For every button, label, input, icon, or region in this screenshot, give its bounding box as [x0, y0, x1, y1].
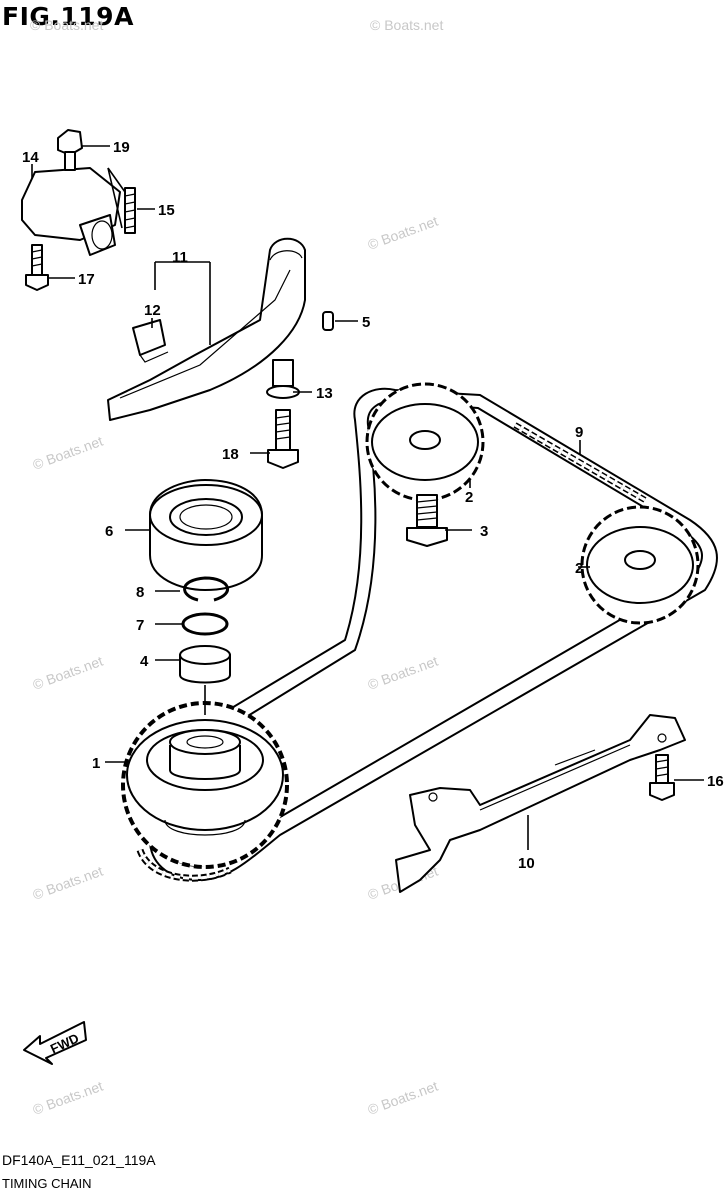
callout-8: 8 — [136, 584, 144, 601]
bolt-17 — [25, 244, 49, 291]
nut-19 — [57, 129, 83, 171]
callout-9: 9 — [575, 424, 583, 441]
chain-links-lower — [136, 848, 232, 882]
watermark-6: © Boats.net — [366, 653, 441, 693]
callout-12: 12 — [144, 302, 161, 319]
watermark-2: © Boats.net — [370, 17, 443, 33]
document-code: DF140A_E11_021_119A — [2, 1152, 156, 1168]
chain-guide-10 — [395, 714, 686, 893]
callout-3: 3 — [480, 523, 488, 540]
clip-12 — [132, 319, 169, 363]
callout-13: 13 — [316, 385, 333, 402]
callout-15: 15 — [158, 202, 175, 219]
leader-lines — [31, 145, 704, 850]
callout-16: 16 — [707, 773, 724, 790]
callout-11: 11 — [172, 249, 188, 266]
watermark-10: © Boats.net — [366, 1078, 441, 1118]
watermark-1: © Boats.net — [30, 17, 103, 33]
sleeve-4 — [179, 645, 231, 684]
diagram-caption: TIMING CHAIN — [2, 1176, 92, 1191]
watermark-4: © Boats.net — [31, 433, 106, 473]
callout-7: 7 — [136, 617, 144, 634]
callout-5: 5 — [362, 314, 370, 331]
snap-ring-8 — [183, 576, 230, 602]
callout-4: 4 — [140, 653, 149, 670]
figure-title: FIG.119A — [2, 2, 134, 31]
callout-2-upper: 2 — [465, 489, 473, 506]
cam-sprocket-lower — [580, 505, 700, 625]
tensioner-14 — [21, 167, 121, 256]
bolt-18 — [267, 409, 299, 469]
bolt-16 — [649, 754, 675, 801]
watermark-9: © Boats.net — [31, 1078, 106, 1118]
bearing-6 — [149, 479, 263, 591]
bolt-3 — [406, 494, 448, 547]
watermark-3: © Boats.net — [366, 213, 441, 253]
fwd-arrow-icon: FWD — [23, 1021, 87, 1065]
o-ring-7 — [181, 612, 229, 636]
callout-1: 1 — [92, 755, 100, 772]
pin-5 — [322, 311, 334, 331]
fwd-label: FWD — [48, 1030, 81, 1056]
cam-sprocket-upper — [365, 382, 485, 502]
watermark-5: © Boats.net — [31, 653, 106, 693]
callout-14: 14 — [22, 149, 39, 166]
callout-17: 17 — [78, 271, 95, 288]
callout-19: 19 — [113, 139, 130, 156]
callout-labels: 19 14 15 17 11 12 5 13 18 9 2 3 6 2 8 7 … — [22, 139, 724, 872]
callout-2-lower: 2 — [575, 560, 583, 577]
callout-10: 10 — [518, 855, 535, 872]
callout-18: 18 — [222, 446, 239, 463]
crank-gear-1 — [121, 701, 289, 869]
callout-6: 6 — [105, 523, 113, 540]
chain-guide-11 — [107, 237, 306, 421]
stud-15 — [124, 187, 136, 234]
watermark-7: © Boats.net — [31, 863, 106, 903]
chain-links-9 — [513, 422, 647, 503]
